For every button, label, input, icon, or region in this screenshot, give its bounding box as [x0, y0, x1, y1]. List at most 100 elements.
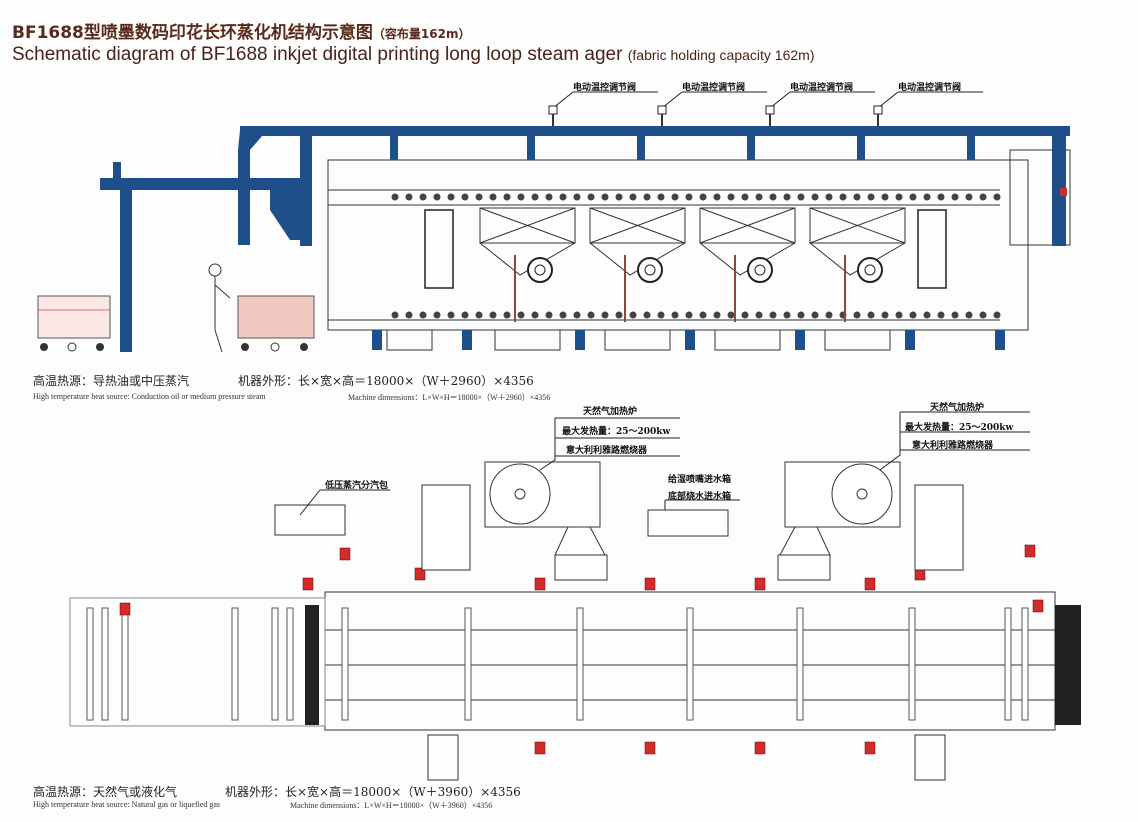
roller: [503, 311, 511, 319]
roller: [685, 193, 693, 201]
roller: [657, 193, 665, 201]
roller: [741, 311, 749, 319]
motor-icon: [864, 577, 876, 591]
bottom-dimensions-cn: 机器外形：长×宽×高＝18000×（W＋3960）×4356: [225, 785, 521, 799]
roller: [545, 193, 553, 201]
roller: [867, 311, 875, 319]
bottom-tank-label: 底部烧水进水箱: [668, 492, 732, 502]
support-column: [120, 190, 132, 352]
title-en-capacity: (fabric holding capacity 162m): [627, 47, 815, 63]
roller: [559, 193, 567, 201]
roller: [517, 193, 525, 201]
roller: [937, 311, 945, 319]
roller: [895, 193, 903, 201]
circulation-fan: [637, 257, 663, 283]
frame-post: [300, 126, 312, 246]
roller: [601, 311, 609, 319]
frame-post-right: [1052, 126, 1066, 246]
roller: [965, 311, 973, 319]
roller: [587, 193, 595, 201]
roller: [713, 193, 721, 201]
motor-icon: [302, 577, 314, 591]
inspection-door-right: [917, 209, 947, 289]
roller: [923, 311, 931, 319]
roller: [699, 311, 707, 319]
valve-label-1: 电动温控调节阀: [573, 83, 637, 93]
guide-roller: [1021, 607, 1029, 721]
circulation-fan: [527, 257, 553, 283]
roller: [657, 311, 665, 319]
roller: [629, 311, 637, 319]
roller: [853, 193, 861, 201]
motor-icon: [534, 741, 546, 755]
heat-exchanger: [589, 207, 686, 244]
roller: [587, 311, 595, 319]
roller: [811, 311, 819, 319]
roller: [489, 311, 497, 319]
roller: [727, 311, 735, 319]
exit-dark-roller: [1055, 605, 1081, 725]
roller: [881, 193, 889, 201]
roller: [559, 311, 567, 319]
guide-roller: [341, 607, 349, 721]
top-roller-row: [391, 193, 1001, 201]
fabric-cart-right: [237, 295, 315, 352]
heater-left-max-heat: 最大发热量：25～200kw: [562, 427, 671, 437]
heater-left-burner: 意大利利雅路燃烧器: [566, 446, 648, 456]
motor-icon: [119, 602, 131, 616]
motor-icon: [1024, 544, 1036, 558]
roller: [517, 311, 525, 319]
roller: [419, 193, 427, 201]
roller: [461, 193, 469, 201]
motor-icon: [864, 741, 876, 755]
blue-frame: [100, 126, 1070, 352]
roller: [825, 193, 833, 201]
gas-heater-right: [777, 461, 964, 581]
roller: [391, 311, 399, 319]
entry-dark-roller: [305, 605, 319, 725]
title-en-text: Schematic diagram of BF1688 inkjet digit…: [12, 44, 623, 65]
roller: [951, 193, 959, 201]
roller: [447, 311, 455, 319]
cantilever-arm: [100, 178, 305, 190]
guide-roller: [796, 607, 804, 721]
roller: [405, 193, 413, 201]
roller: [475, 193, 483, 201]
heat-exchanger: [699, 207, 796, 244]
roller: [993, 311, 1001, 319]
roller: [909, 193, 917, 201]
roller: [839, 193, 847, 201]
roller: [923, 193, 931, 201]
roller: [755, 193, 763, 201]
roller: [741, 193, 749, 201]
roller: [965, 193, 973, 201]
steam-header-label: 低压蒸汽分汽包: [325, 481, 389, 491]
guide-roller: [121, 607, 129, 721]
guide-roller: [231, 607, 239, 721]
guide-roller: [908, 607, 916, 721]
roller: [993, 193, 1001, 201]
roller: [615, 193, 623, 201]
guide-roller: [286, 607, 294, 721]
bottom-dimensions-en: Machine dimensions：L×W×H＝18000×（W＋3960）×…: [290, 801, 493, 810]
roller: [769, 193, 777, 201]
roller: [531, 193, 539, 201]
bottom-roller-row: [391, 311, 1001, 319]
motor-icon: [534, 577, 546, 591]
motor-icon: [644, 577, 656, 591]
roller: [979, 311, 987, 319]
roller: [503, 193, 511, 201]
roller: [811, 193, 819, 201]
roller: [951, 311, 959, 319]
heat-exchanger: [479, 207, 576, 244]
inspection-door-left: [424, 209, 454, 289]
roller: [755, 311, 763, 319]
heater-right-title: 天然气加热炉: [930, 403, 985, 413]
arm-brace: [270, 190, 300, 240]
heat-exchanger: [809, 207, 906, 244]
guide-roller: [86, 607, 94, 721]
gas-heater-left: [421, 461, 608, 581]
roller: [825, 311, 833, 319]
